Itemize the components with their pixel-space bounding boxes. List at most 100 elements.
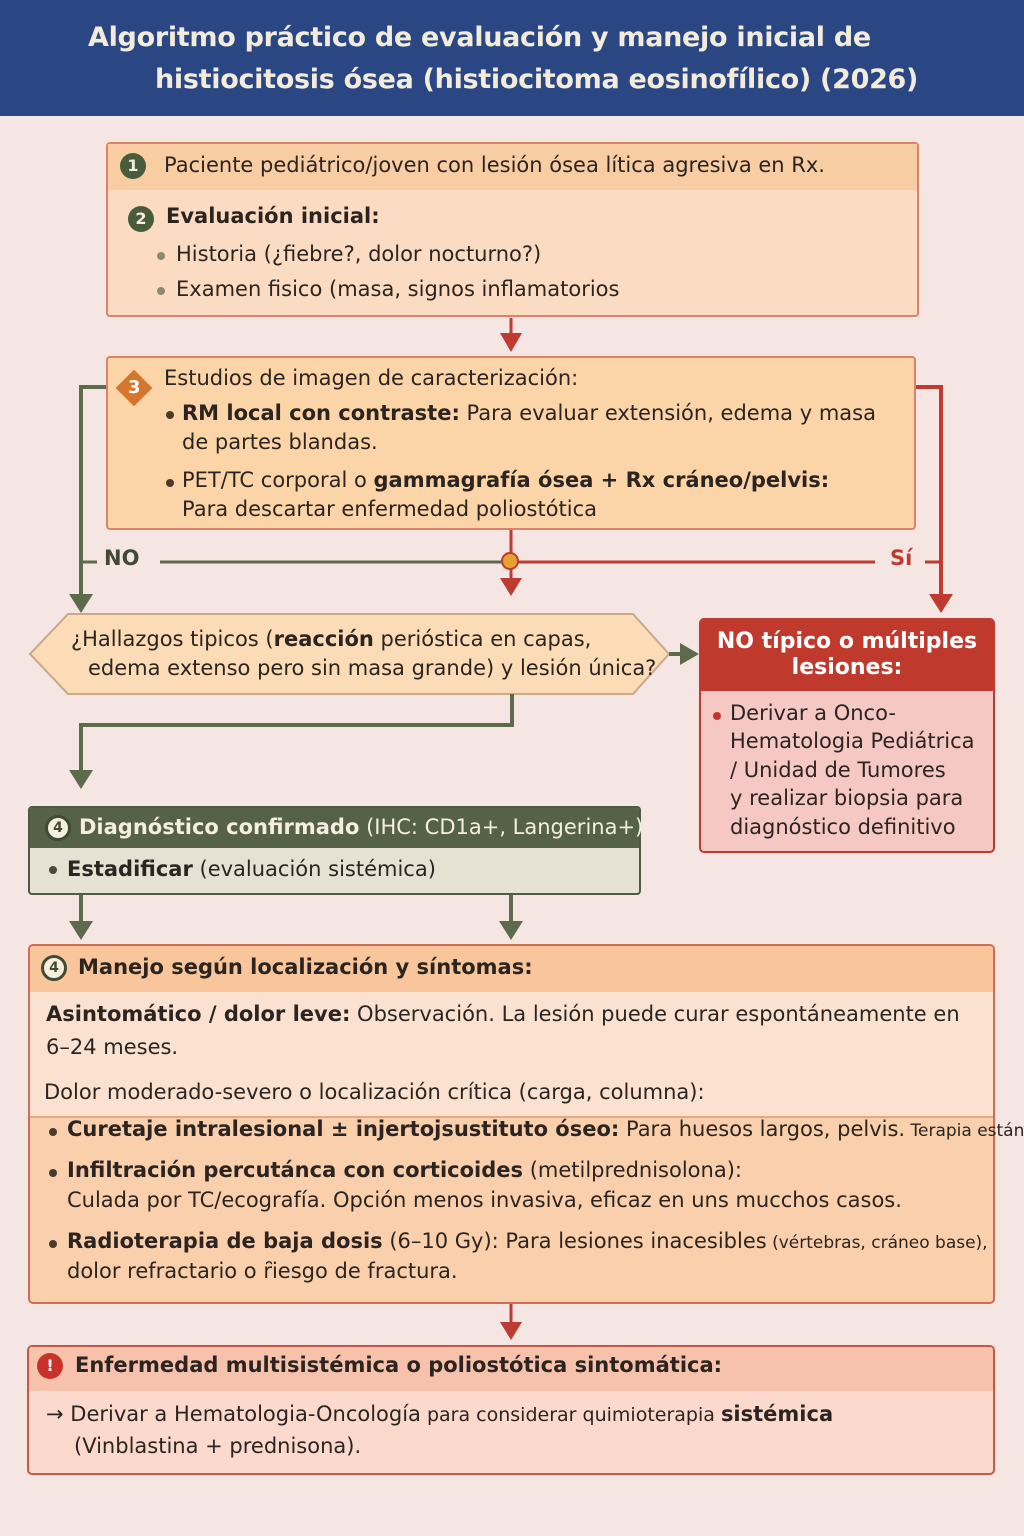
arrowhead-right-to-management — [499, 921, 523, 940]
option-3-rest: (6–10 Gy): Para lesiones inacesibles — [382, 1229, 767, 1253]
decision-line-1-c: perióstica en capas, — [373, 627, 592, 651]
systemic-box — [27, 1345, 995, 1475]
no-branch-line — [79, 385, 106, 596]
decision-line-1-a: ¿Hallazgos tipicos ( — [71, 627, 274, 651]
decision-line-2: edema extenso pero sin masa grande) y le… — [88, 656, 657, 680]
option-3-small: (vértebras, cráneo base), — [766, 1233, 988, 1253]
management-number-icon: 4 — [41, 955, 67, 981]
step1-text: Paciente pediátrico/joven con lesión óse… — [164, 153, 825, 177]
step3-title: Estudios de imagen de caracterización: — [164, 366, 579, 390]
step3-item-1-bold: RM local con contraste: — [182, 401, 460, 425]
step3-item-1-line2: de partes blandas. — [182, 430, 378, 454]
alert-icon: ! — [37, 1353, 63, 1379]
branch-yes-label: Sí — [890, 546, 913, 570]
option-1-rest: Para huesos largos, pelvis. — [619, 1117, 906, 1141]
yes-branch-line — [916, 385, 943, 596]
bullet-icon — [713, 712, 721, 720]
step2-number-icon: 2 — [128, 206, 154, 232]
title-line-1: Algoritmo práctico de evaluación y manej… — [88, 22, 871, 53]
atypical-title-line-2: lesiones: — [791, 655, 903, 680]
bullet-icon — [166, 479, 174, 487]
systemic-line-2: (Vinblastina + prednisona). — [74, 1434, 362, 1458]
systemic-title: Enfermedad multisistémica o poliostótica… — [75, 1353, 723, 1377]
confirmed-item-rest: (evaluación sistémica) — [192, 857, 436, 881]
atypical-line-4: y realizar biopsia para — [730, 786, 964, 810]
atypical-title-line-1: NO típico o múltiples — [716, 629, 978, 654]
management-option-3-line2: dolor refractario o ȓiesgo de fractura. — [67, 1259, 458, 1283]
step3-item-2-line2: Para descartar enfermedad poliostótica — [182, 497, 598, 521]
management-option-1: Curetaje intralesional ± injertojsustitu… — [67, 1116, 1024, 1142]
step1-band — [108, 144, 917, 190]
option-1-bold: Curetaje intralesional ± injertojsustitu… — [67, 1117, 620, 1141]
management-option-2-line2: Culada por TC/ecografía. Opción menos in… — [67, 1188, 902, 1212]
junction-dot — [501, 552, 519, 570]
decision-line-1: ¿Hallazgos tipicos (reacción perióstica … — [71, 627, 591, 651]
option-2-bold: Infiltración percutánca con corticoides — [67, 1158, 524, 1182]
atypical-band — [701, 620, 993, 691]
bullet-icon — [157, 287, 165, 295]
confirmed-number-icon: 4 — [45, 815, 71, 841]
bullet-icon — [49, 1169, 57, 1177]
arrowhead-to-atypical — [680, 643, 699, 665]
atypical-line-5: diagnóstico definitivo — [730, 815, 956, 839]
step3-item-1-rest: Para evaluar extensión, edema y masa — [459, 401, 876, 425]
confirmed-band — [30, 808, 639, 848]
systemic-line-1-c: sistémica — [720, 1402, 834, 1426]
confirmed-title-detail: (IHC: CD1a+, Langerina+): — [359, 815, 651, 839]
systemic-line-1: → Derivar a Hematologia-Oncología para c… — [46, 1401, 833, 1428]
bullet-icon — [49, 866, 57, 874]
header-banner: Algoritmo práctico de evaluación y manej… — [0, 0, 1024, 116]
step-initial-box — [106, 142, 919, 317]
arrowhead-left-to-management — [69, 921, 93, 940]
management-asymptomatic-section — [30, 992, 993, 1118]
atypical-line-1: Derivar a Onco- — [730, 701, 896, 725]
option-2-rest: (metilprednisolona): — [523, 1158, 742, 1182]
systemic-line-1-b: para considerar quimioterapia — [420, 1404, 721, 1426]
confirmed-title-main: Diagnóstico confirmado — [79, 815, 360, 839]
management-band — [30, 946, 993, 992]
bullet-icon — [157, 252, 165, 260]
center-arrowhead — [500, 578, 522, 596]
management-asym: Asintomático / dolor leve: Observación. … — [46, 1001, 960, 1027]
arrowhead-to-systemic — [500, 1322, 522, 1340]
no-branch-arrowhead — [69, 594, 93, 613]
option-3-bold: Radioterapia de baja dosis — [67, 1229, 383, 1253]
step3-item-2-b: gammagrafía ósea + Rx cráneo/pelvis: — [373, 468, 830, 492]
systemic-band — [29, 1347, 993, 1391]
title-line-2: histiocitosis ósea (histiocitoma eosinof… — [155, 64, 919, 95]
step2-title: Evaluación inicial: — [166, 204, 380, 228]
management-option-2: Infiltración percutánca con corticoides … — [67, 1157, 742, 1183]
option-1-small: Terapia estándar. — [910, 1121, 1024, 1141]
management-box — [28, 944, 995, 1304]
step1-number-icon: 1 — [120, 153, 146, 179]
bullet-icon — [49, 1128, 57, 1136]
confirmed-item-bold: Estadificar — [67, 857, 193, 881]
branch-no-label: NO — [104, 546, 140, 570]
management-title: Manejo según localización y síntomas: — [78, 955, 533, 979]
decision-line-1-b: reacción — [273, 627, 374, 651]
step2-item-1: Historia (¿fiebre?, dolor nocturno?) — [176, 242, 542, 266]
bullet-icon — [49, 1240, 57, 1248]
confirmed-item: Estadificar (evaluación sistémica) — [67, 856, 436, 882]
atypical-box — [699, 618, 995, 853]
management-moderate-title: Dolor moderado-severo o localización crí… — [44, 1080, 705, 1104]
arrowhead-to-confirmed — [69, 770, 93, 789]
step2-item-2: Examen fisico (masa, signos inflamatorio… — [176, 277, 620, 301]
step3-item-1: RM local con contraste: Para evaluar ext… — [182, 400, 876, 426]
atypical-line-2: Hematologia Pediátrica — [730, 729, 975, 753]
management-asym-bold: Asintomático / dolor leve: — [46, 1002, 351, 1026]
decision-hexagon — [28, 613, 671, 695]
yes-branch-arrowhead — [929, 594, 953, 613]
step3-item-2: PET/TC corporal o gammagrafía ósea + Rx … — [182, 467, 829, 493]
confirmed-title: Diagnóstico confirmado (IHC: CD1a+, Lang… — [79, 814, 650, 840]
atypical-line-3: / Unidad de Tumores — [730, 758, 946, 782]
arrowhead-to-imaging — [500, 333, 522, 352]
confirmed-box — [28, 806, 641, 895]
arrow-to-confirmed — [79, 694, 514, 772]
step3-number: 3 — [128, 377, 141, 398]
management-option-3: Radioterapia de baja dosis (6–10 Gy): Pa… — [67, 1228, 988, 1254]
bullet-icon — [166, 411, 174, 419]
management-asym-line2: 6–24 meses. — [46, 1035, 179, 1059]
step-imaging-box — [106, 356, 916, 530]
